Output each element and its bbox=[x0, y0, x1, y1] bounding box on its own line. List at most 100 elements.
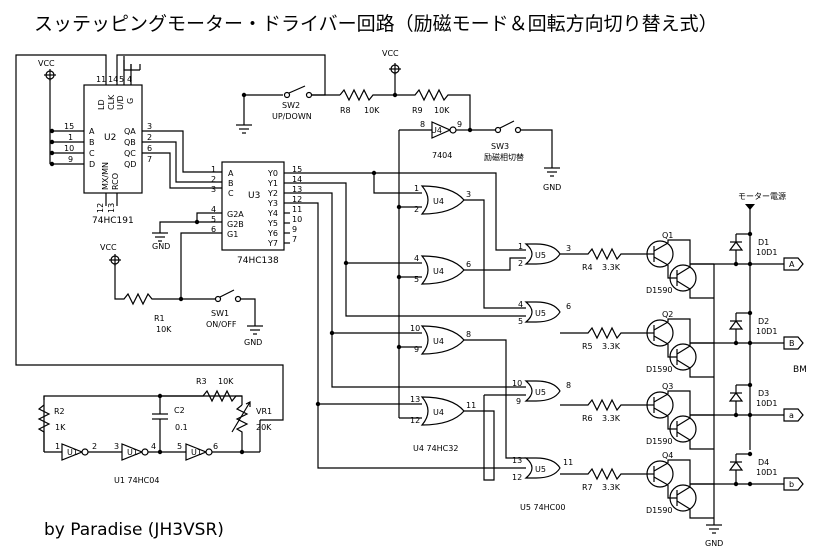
nand3-in2: 9 bbox=[516, 397, 521, 406]
u2-pin-6: 6 bbox=[147, 144, 152, 153]
nand4-name: U5 bbox=[535, 465, 546, 474]
u1-gate-2: U1 bbox=[127, 448, 138, 457]
u3-pin-9: 9 bbox=[292, 225, 297, 234]
u2-pin-7: 7 bbox=[147, 155, 152, 164]
inverter-7404: 8 9 U4 7404 bbox=[399, 120, 470, 160]
or1-name: U4 bbox=[433, 197, 444, 206]
r9-name: R9 bbox=[412, 106, 423, 115]
u3-part: 74HC138 bbox=[237, 256, 279, 266]
nand1-in2: 2 bbox=[518, 259, 523, 268]
u2-pin-13: 13 bbox=[107, 203, 116, 213]
diode-name-3: D3 bbox=[758, 389, 769, 398]
resistor-value-1: 3.3K bbox=[602, 263, 621, 272]
vcc-symbol-2: VCC bbox=[382, 49, 401, 98]
resistor-value-3: 3.3K bbox=[602, 414, 621, 423]
or-gate-3: U4 10 9 8 bbox=[410, 324, 471, 355]
u3-y6: Y6 bbox=[267, 229, 278, 238]
u2-qc: QC bbox=[124, 149, 136, 158]
or3-in2: 9 bbox=[414, 345, 419, 354]
nand2-in2: 5 bbox=[518, 317, 523, 326]
output-terminal-2 bbox=[783, 336, 804, 350]
output-label-4: b bbox=[789, 480, 794, 489]
u2-clk: CLK bbox=[107, 94, 116, 110]
nand3-in1: 10 bbox=[512, 379, 522, 388]
transistor-name-3: Q3 bbox=[662, 382, 673, 391]
inv-pin-out: 9 bbox=[457, 120, 462, 129]
diode-2 bbox=[728, 320, 744, 330]
vcc-label-1: VCC bbox=[38, 59, 55, 68]
u3-pin-13: 13 bbox=[292, 185, 302, 194]
diode-part-2: 10D1 bbox=[756, 327, 777, 336]
u3-pin-7: 7 bbox=[292, 235, 297, 244]
or3-out: 8 bbox=[466, 330, 471, 339]
nand4-in1: 13 bbox=[512, 456, 522, 465]
transistor-name-1: Q1 bbox=[662, 231, 673, 240]
u2-pin-11: 11 bbox=[96, 75, 106, 84]
nand3-out: 8 bbox=[566, 381, 571, 390]
u1-label: U1 74HC04 bbox=[114, 476, 159, 485]
output-terminal-4 bbox=[783, 477, 804, 491]
c2-name: C2 bbox=[174, 406, 185, 415]
u2-a: A bbox=[89, 127, 95, 136]
sw2-label: UP/DOWN bbox=[272, 112, 312, 121]
u3-pin-12: 12 bbox=[292, 195, 302, 204]
gnd-label-sw1: GND bbox=[244, 338, 262, 347]
u1-pin-2: 2 bbox=[92, 442, 97, 451]
nand-gates-label: U5 74HC00 bbox=[520, 503, 565, 512]
or2-in1: 4 bbox=[414, 254, 419, 263]
u2-part: 74HC191 bbox=[92, 216, 134, 226]
switch-sw2[interactable]: SW2 UP/DOWN bbox=[236, 85, 340, 134]
u3-y2: Y2 bbox=[267, 189, 278, 198]
motor-supply: モーター電源 bbox=[738, 192, 786, 450]
sw3-name: SW3 bbox=[491, 142, 509, 151]
oscillator: R2 1K R3 10K C2 0.1 VR1 20K U1 U1 U1 bbox=[37, 377, 272, 485]
or4-name: U4 bbox=[433, 408, 444, 417]
vcc-symbol-1: VCC bbox=[38, 59, 56, 164]
ic-u2: U2 74HC191 11 14 5 4 LD CLK U/D G A B C … bbox=[49, 60, 152, 226]
vr1-value: 20K bbox=[256, 423, 272, 432]
resistor-r5 bbox=[560, 326, 645, 340]
transistor-name-4: Q4 bbox=[662, 451, 673, 460]
nand1-name: U5 bbox=[535, 251, 546, 260]
u2-ud: U/D bbox=[116, 95, 125, 110]
r8-value: 10K bbox=[364, 106, 380, 115]
transistor-part-3: D1590 bbox=[646, 437, 673, 446]
u1-gate-1: U1 bbox=[67, 448, 78, 457]
u2-pin-10: 10 bbox=[64, 144, 74, 153]
vcc-symbol-3: VCC R1 10K bbox=[100, 243, 215, 334]
or3-in1: 10 bbox=[410, 324, 420, 333]
transistor-part-2: D1590 bbox=[646, 365, 673, 374]
nand4-out: 11 bbox=[563, 458, 573, 467]
u2-pin-2: 2 bbox=[147, 133, 152, 142]
resistor-r4 bbox=[560, 247, 645, 261]
u3-pin-3: 3 bbox=[211, 185, 216, 194]
nand-gate-1: U5 1 2 3 bbox=[518, 242, 571, 268]
or2-in2: 5 bbox=[414, 275, 419, 284]
sw3-label: 励磁相切替 bbox=[484, 152, 524, 162]
or2-name: U4 bbox=[433, 267, 444, 276]
u2-qb: QB bbox=[124, 138, 136, 147]
or-gate-2: U4 4 5 6 bbox=[414, 254, 471, 285]
nand3-name: U5 bbox=[535, 388, 546, 397]
u2-b: B bbox=[89, 138, 95, 147]
r3-name: R3 bbox=[196, 377, 207, 386]
switch-sw1[interactable]: SW1 ON/OFF GND bbox=[206, 289, 263, 347]
u1-gate-3: U1 bbox=[191, 448, 202, 457]
gnd-bottom: GND bbox=[705, 505, 723, 548]
output-label-1: A bbox=[789, 260, 795, 269]
u1-pin-5: 5 bbox=[177, 442, 182, 451]
gnd-label-sw3: GND bbox=[543, 183, 561, 192]
u2-ld: LD bbox=[97, 99, 106, 110]
or1-in2: 2 bbox=[414, 205, 419, 214]
u2-c: C bbox=[89, 149, 95, 158]
u3-name: U3 bbox=[248, 191, 260, 201]
u1-pin-4: 4 bbox=[151, 442, 156, 451]
nand2-in1: 4 bbox=[518, 300, 523, 309]
inv-name: U4 bbox=[431, 126, 442, 135]
r3-value: 10K bbox=[218, 377, 234, 386]
resistor-name-4: R7 bbox=[582, 483, 593, 492]
output-label-2: B bbox=[789, 339, 795, 348]
switch-sw3[interactable]: SW3 励磁相切替 GND bbox=[470, 120, 561, 192]
credit: by Paradise (JH3VSR) bbox=[44, 520, 224, 540]
motor-supply-label: モーター電源 bbox=[738, 192, 786, 201]
